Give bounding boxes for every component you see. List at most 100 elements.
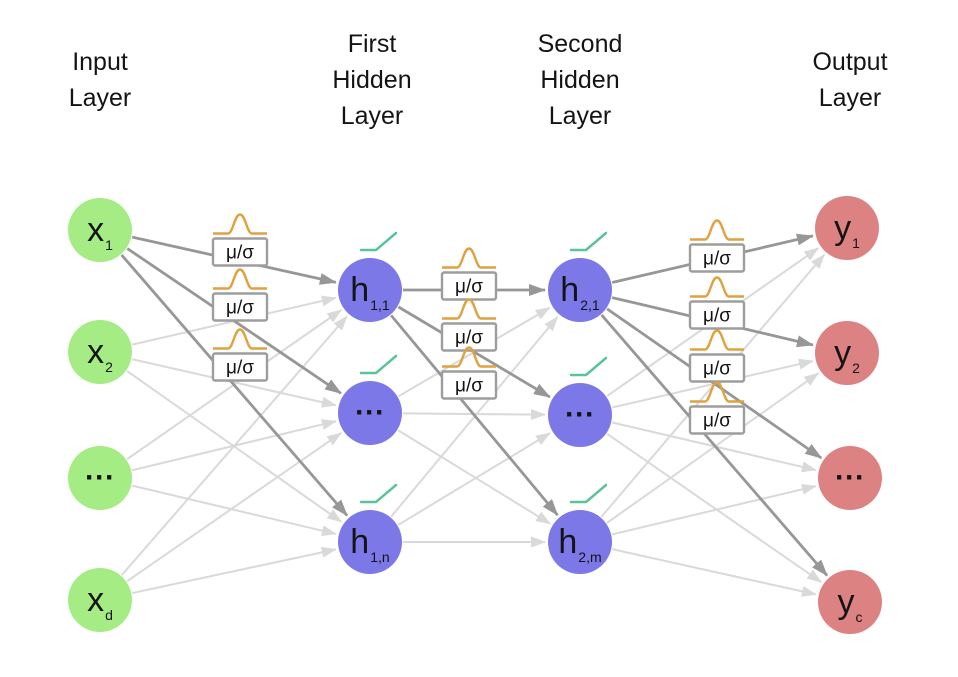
node-label: h1,1 bbox=[350, 271, 390, 313]
edge-h1e-h2m bbox=[397, 429, 552, 525]
gaussian-icon bbox=[213, 268, 267, 290]
mu-sigma-box: μ/σ bbox=[688, 329, 746, 383]
layer-header-line: Second bbox=[538, 30, 623, 58]
node-h11: h1,1 bbox=[338, 258, 402, 322]
input-node-circle bbox=[68, 446, 132, 510]
gaussian-icon bbox=[442, 247, 496, 269]
edge-xd-h1n bbox=[132, 546, 337, 595]
mu-sigma-box: μ/σ bbox=[211, 268, 269, 322]
mu-sigma-box-frame bbox=[211, 237, 269, 267]
mu-sigma-box-frame bbox=[688, 300, 746, 330]
hidden-node-circle bbox=[338, 510, 402, 574]
gaussian-icon bbox=[690, 219, 744, 241]
gaussian-icon bbox=[690, 276, 744, 298]
layer-header-line: Hidden bbox=[332, 66, 411, 94]
mu-sigma-box: μ/σ bbox=[440, 298, 498, 352]
gaussian-icon bbox=[213, 213, 267, 235]
mu-sigma-label: μ/σ bbox=[455, 277, 483, 298]
node-label: h1,n bbox=[350, 523, 389, 565]
layer-header-line: Output bbox=[812, 48, 887, 76]
node-h2e: ··· bbox=[548, 383, 612, 447]
input-node-circle bbox=[68, 568, 132, 632]
node-xe: ··· bbox=[68, 446, 132, 510]
relu-icon bbox=[359, 231, 398, 252]
edge-x1-h1n bbox=[120, 254, 349, 517]
node-label: yc bbox=[838, 583, 863, 625]
edge-h2m-ye bbox=[611, 483, 817, 536]
gaussian-icon bbox=[442, 346, 496, 368]
edge-h2m-yc bbox=[611, 548, 817, 597]
output-node-circle bbox=[818, 570, 882, 634]
layer-header-line: Layer bbox=[819, 84, 882, 112]
input-node-circle bbox=[68, 198, 132, 262]
nodes: x1 x2 ··· xd h1,1 ··· h1,n h2,1 ··· h2,m y1 y2 ··· yc bbox=[68, 196, 882, 634]
node-label: h2,1 bbox=[560, 271, 600, 313]
relu-icon bbox=[359, 483, 398, 504]
node-x1: x1 bbox=[68, 198, 132, 262]
node-label: x2 bbox=[87, 333, 113, 375]
layer-headers: InputLayerFirstHiddenLayerSecondHiddenLa… bbox=[69, 30, 888, 130]
mu-sigma-box: μ/σ bbox=[688, 219, 746, 273]
mu-sigma-box: μ/σ bbox=[440, 346, 498, 400]
node-label: ··· bbox=[85, 461, 115, 494]
layer-header-line: First bbox=[348, 30, 397, 58]
relu-icon bbox=[359, 354, 398, 375]
layer-header-line: Hidden bbox=[540, 66, 619, 94]
edge-h21-yc bbox=[600, 314, 829, 577]
output-node-circle bbox=[815, 321, 879, 385]
node-x2: x2 bbox=[68, 320, 132, 384]
mu-sigma-label: μ/σ bbox=[226, 358, 254, 379]
layer-header-line: Layer bbox=[341, 102, 404, 130]
node-yc: yc bbox=[818, 570, 882, 634]
relu-icons bbox=[359, 231, 608, 504]
mu-sigma-label: μ/σ bbox=[455, 376, 483, 397]
node-label: xd bbox=[87, 581, 113, 623]
node-h2m: h2,m bbox=[548, 510, 612, 574]
relu-icon bbox=[569, 356, 608, 377]
mu-sigma-box-frame bbox=[688, 243, 746, 273]
node-y2: y2 bbox=[815, 321, 879, 385]
mu-sigma-label: μ/σ bbox=[455, 328, 483, 349]
node-y1: y1 bbox=[815, 196, 879, 260]
gaussian-icon bbox=[213, 328, 267, 350]
relu-icon bbox=[569, 231, 608, 252]
gaussian-icon bbox=[690, 329, 744, 351]
layer-header-line: Layer bbox=[549, 102, 612, 130]
hidden-node-circle bbox=[338, 258, 402, 322]
node-label: ··· bbox=[565, 398, 595, 431]
edge-h1n-h2e bbox=[397, 432, 551, 526]
mu-sigma-label: μ/σ bbox=[703, 249, 731, 270]
hidden-node-circle bbox=[548, 510, 612, 574]
edge-h2e-yc bbox=[606, 432, 823, 583]
node-h1n: h1,n bbox=[338, 510, 402, 574]
output-node-circle bbox=[818, 446, 882, 510]
edge-x2-h1e bbox=[131, 358, 337, 408]
hidden-node-circle bbox=[548, 258, 612, 322]
mu-sigma-box: μ/σ bbox=[440, 247, 498, 301]
layer-header-line: Input bbox=[72, 48, 128, 76]
mu-sigma-label: μ/σ bbox=[703, 411, 731, 432]
mu-sigma-box-frame bbox=[211, 292, 269, 322]
mu-sigma-box: μ/σ bbox=[688, 381, 746, 435]
hidden-node-circle bbox=[338, 381, 402, 445]
node-h21: h2,1 bbox=[548, 258, 612, 322]
mu-sigma-box-frame bbox=[211, 352, 269, 382]
mu-sigma-box-frame bbox=[440, 322, 498, 352]
node-label: x1 bbox=[87, 211, 113, 253]
mu-sigma-label: μ/σ bbox=[703, 359, 731, 380]
node-h1e: ··· bbox=[338, 381, 402, 445]
edge-h2e-y2 bbox=[611, 358, 814, 409]
node-label: ··· bbox=[835, 461, 865, 494]
edge-h2m-y2 bbox=[606, 372, 820, 524]
output-node-circle bbox=[815, 196, 879, 260]
edge-xd-h1e bbox=[126, 432, 343, 583]
mu-sigma-box-frame bbox=[688, 405, 746, 435]
layer-header-line: Layer bbox=[69, 84, 132, 112]
node-label: y2 bbox=[834, 334, 860, 376]
